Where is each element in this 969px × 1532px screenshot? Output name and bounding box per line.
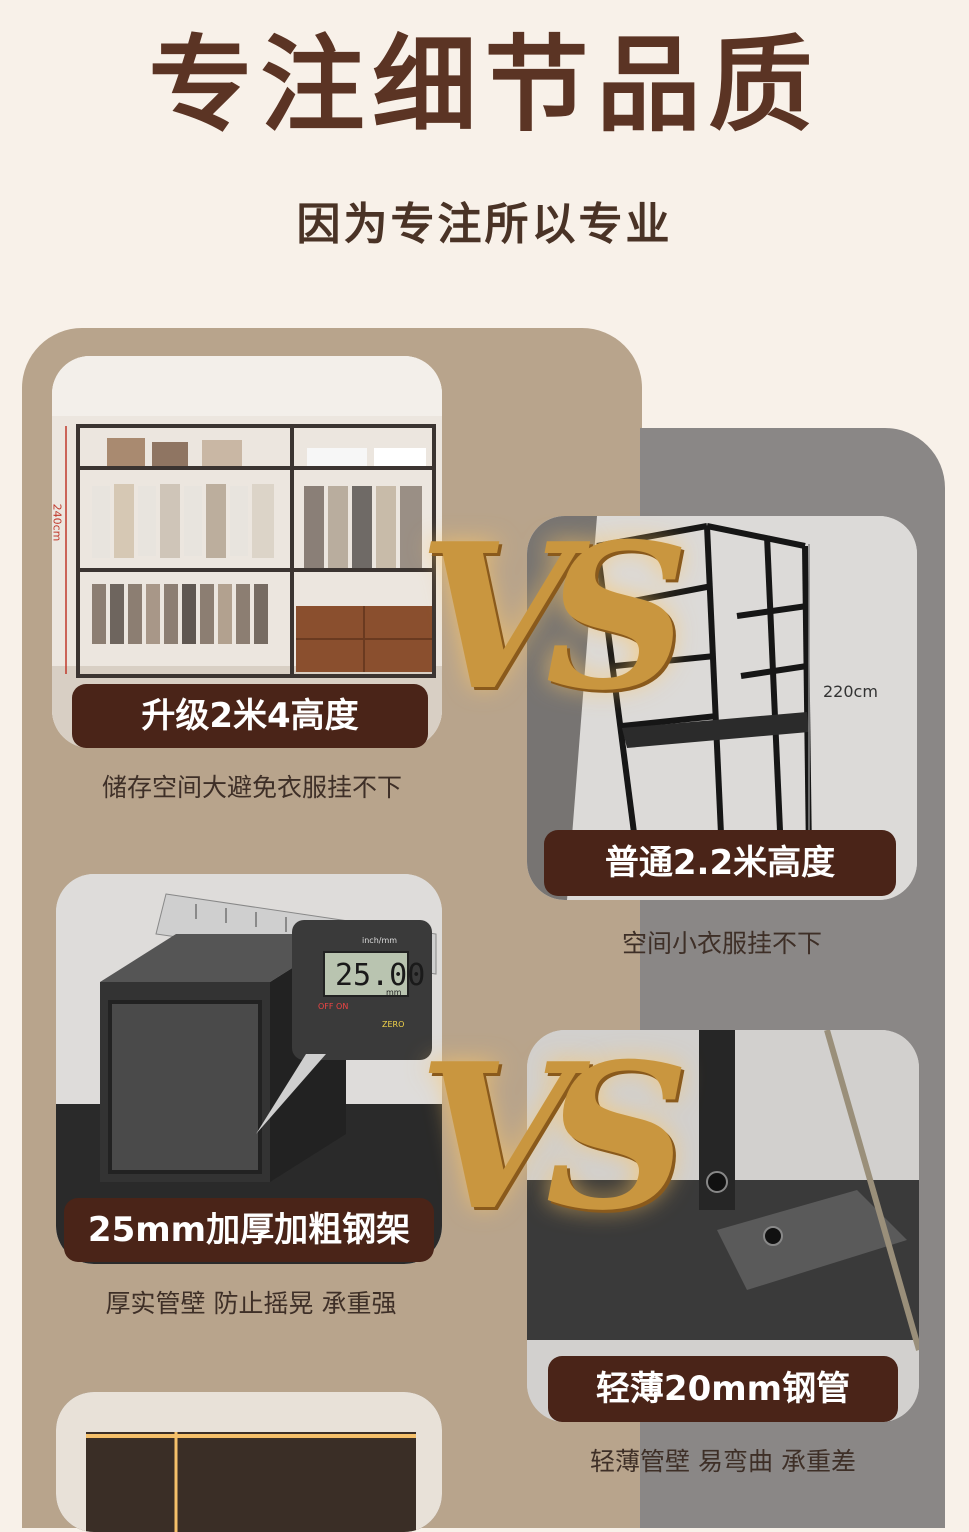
caliper-zero-label: ZERO [382, 1020, 405, 1029]
caliper-illustration [56, 874, 442, 1264]
height-dimension-220: 220cm [823, 682, 878, 701]
page-title: 专注细节品质 [148, 24, 821, 146]
partial-bottom-image [56, 1392, 442, 1532]
vs-badge-2: VS [418, 1020, 690, 1255]
vs-badge-1: VS [418, 500, 690, 735]
caption-normal-height: 空间小衣服挂不下 [621, 929, 822, 958]
caption-upgraded-height: 储存空间大避免衣服挂不下 [101, 773, 402, 802]
label-upgraded-height: 升级2米4高度 [72, 684, 428, 748]
caliper-off-on-label: OFF ON [318, 1002, 349, 1011]
caliper-brand-label: inch/mm [362, 936, 398, 945]
label-normal-height: 普通2.2米高度 [544, 830, 896, 896]
led-wardrobe-illustration [56, 1392, 442, 1532]
height-dimension-240: 240cm [52, 503, 64, 542]
caliper-display-reading: 25.00 [335, 958, 426, 993]
page-subtitle: 因为专注所以专业 [296, 199, 673, 250]
caption-20mm-tube: 轻薄管壁 易弯曲 承重差 [590, 1447, 856, 1476]
label-20mm-tube: 轻薄20mm钢管 [548, 1356, 898, 1422]
label-25mm-frame: 25mm加厚加粗钢架 [64, 1198, 434, 1262]
caption-25mm-frame: 厚实管壁 防止摇晃 承重强 [105, 1289, 397, 1318]
caliper-display-unit: mm [386, 988, 402, 997]
